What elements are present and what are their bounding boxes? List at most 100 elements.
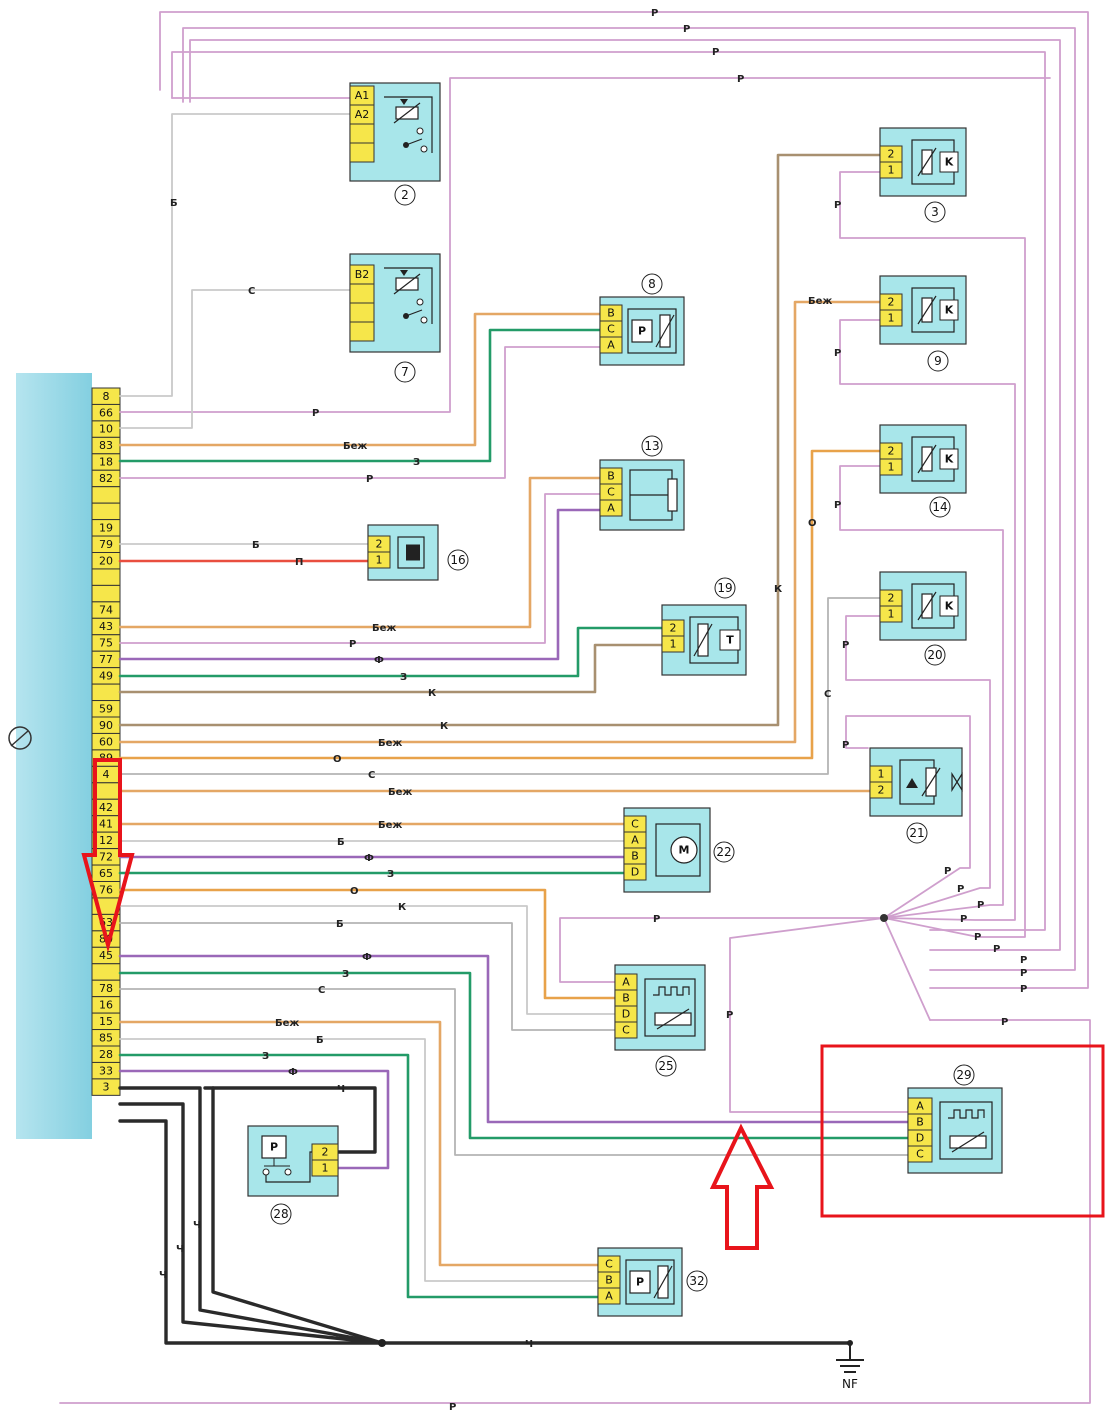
connector-pin-label: 2 xyxy=(670,622,677,635)
connector-pin-label: A xyxy=(607,502,615,515)
ecu-pin-label: 79 xyxy=(99,538,113,551)
ecu-pin xyxy=(91,683,121,702)
connector-pin xyxy=(879,161,903,179)
wire-label: Р xyxy=(712,47,719,58)
component-number: 7 xyxy=(401,365,409,379)
ecu-block: 8661083188219792074437577495990608944241… xyxy=(8,373,121,1139)
component-7: B27 xyxy=(349,253,441,383)
wire-label: З xyxy=(413,457,420,468)
connector-pin-label: C xyxy=(605,1258,613,1271)
wire-label: Беж xyxy=(372,623,396,634)
valve-icon xyxy=(951,771,963,793)
injector-icon xyxy=(406,544,420,561)
pressure-icon: P xyxy=(636,1276,644,1289)
connector-pin xyxy=(349,142,375,163)
motor-icon: M xyxy=(679,844,690,857)
wire-label: К xyxy=(440,721,449,732)
wire-label: Р xyxy=(974,932,981,943)
connector-pin-label: 1 xyxy=(888,164,895,177)
ecu-pin-label: 85 xyxy=(99,1031,113,1044)
ecu-pin-label: 83 xyxy=(99,439,113,452)
connector-pin xyxy=(614,1021,638,1039)
connector-pin-label: 2 xyxy=(322,1146,329,1159)
ecu-pin-label: 20 xyxy=(99,554,113,567)
component-number-badge xyxy=(394,361,416,383)
connector-pin-label: 2 xyxy=(888,592,895,605)
wire-label: Р xyxy=(834,348,841,359)
diode-icon xyxy=(400,99,408,105)
connector-pin-label: 1 xyxy=(376,554,383,567)
wire-label: П xyxy=(295,557,303,568)
connector-pin xyxy=(311,1159,339,1177)
component-number: 25 xyxy=(658,1059,673,1073)
connector-pin-label: 1 xyxy=(888,461,895,474)
ecu-pin-label: 18 xyxy=(99,456,113,469)
connector-pin-label: 1 xyxy=(878,768,885,781)
component-number-badge xyxy=(270,1203,292,1225)
connector-pin xyxy=(879,309,903,327)
component-number-badge xyxy=(641,435,663,457)
ecu-pin-label: 41 xyxy=(99,818,113,831)
wire-label: О xyxy=(333,754,342,765)
connector-pin-label: B xyxy=(622,992,630,1005)
wire-label: Беж xyxy=(808,296,832,307)
wire-label: Р xyxy=(651,8,658,19)
connector-pin xyxy=(869,781,893,799)
connector-pin xyxy=(349,283,375,304)
signal-wires: Б С Беж З Б П Беж Р Ф З К К К Беж Беж О xyxy=(118,113,917,1350)
wire-label: Р xyxy=(1001,1017,1008,1028)
temperature-icon: T xyxy=(726,634,734,647)
wire-label: Ф xyxy=(374,655,384,666)
connector-pin-label: 2 xyxy=(888,296,895,309)
pressure-icon: P xyxy=(638,325,646,338)
ecu-pin-label: 72 xyxy=(99,850,113,863)
connector-pin-label: A xyxy=(631,834,639,847)
ecu-pin xyxy=(91,584,121,603)
component-number: 16 xyxy=(450,553,465,567)
ecu-pin-label: 66 xyxy=(99,406,113,419)
wire-label: Р xyxy=(349,639,356,650)
connector-pin xyxy=(349,123,375,144)
component-number-badge xyxy=(655,1055,677,1077)
ecu-pin-label: 19 xyxy=(99,521,113,534)
connector-pin-label: B xyxy=(631,850,639,863)
knock-icon: K xyxy=(945,453,954,466)
ecu-pin-label: 75 xyxy=(99,637,113,650)
wire-label: Р xyxy=(1020,968,1027,979)
ecu-pin-label: 82 xyxy=(99,472,113,485)
component-number-badge xyxy=(924,644,946,666)
component-number-badge xyxy=(714,577,736,599)
wire-label: Р xyxy=(449,1402,456,1413)
wire-label: З xyxy=(262,1051,269,1062)
ecu-pin-label: 10 xyxy=(99,423,113,436)
wire-label: З xyxy=(400,672,407,683)
component-number: 13 xyxy=(644,439,659,453)
component-number-badge xyxy=(953,1064,975,1086)
wire-label: Ч xyxy=(159,1270,167,1281)
wire-label: Ч xyxy=(176,1244,184,1255)
wire-label: К xyxy=(398,902,407,913)
wire-label: Р xyxy=(683,24,690,35)
component-number: 22 xyxy=(716,845,731,859)
wire-label: З xyxy=(387,869,394,880)
connector-pin-label: A xyxy=(607,339,615,352)
wire-label: Беж xyxy=(343,441,367,452)
wire-label: Ч xyxy=(193,1220,201,1231)
component-number: 8 xyxy=(648,277,656,291)
connector-pin xyxy=(661,635,685,653)
wire-label: Беж xyxy=(378,738,402,749)
ecu-pin-label: 8 xyxy=(103,390,110,403)
connector-pin-label: B xyxy=(605,1274,613,1287)
connector-pin xyxy=(597,1287,621,1305)
down-arrow-icon xyxy=(81,758,135,953)
ecu-pin-label: 49 xyxy=(99,669,113,682)
connector-pin-label: A xyxy=(622,976,630,989)
connector-pin-label: A xyxy=(605,1290,613,1303)
